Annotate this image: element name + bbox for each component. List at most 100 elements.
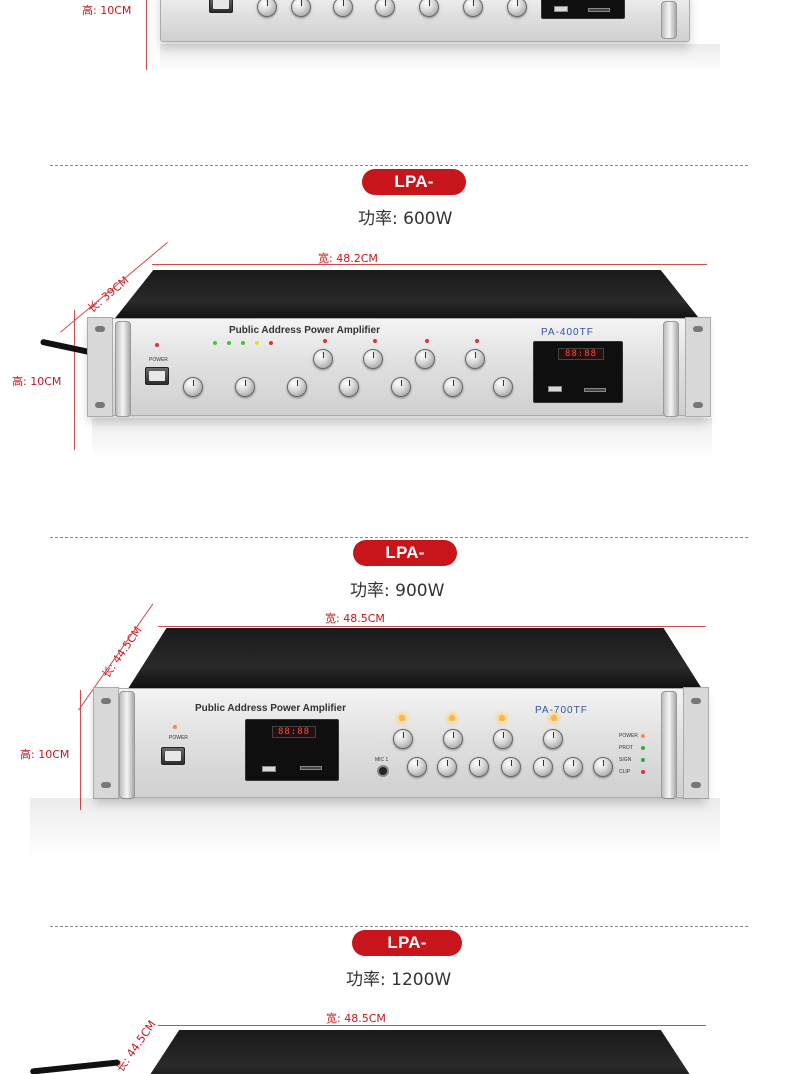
product-photo-lpa-1000tf: 宽: 48.5CM 长: 44.5CM: [0, 1000, 790, 1074]
floor-shadow: [160, 44, 720, 74]
power-switch: [209, 0, 233, 13]
channel-volume-knob: [313, 349, 333, 369]
usb-port: [548, 386, 562, 392]
status-led-power: [641, 734, 645, 738]
rack-handle-right: [661, 691, 677, 799]
rack-ear-left: [93, 687, 119, 799]
treble-knob: [493, 377, 513, 397]
channel-volume-knob: [393, 729, 413, 749]
panel-model-code: PA-400TF: [541, 327, 594, 338]
channel-volume-knob: [465, 349, 485, 369]
power-led: [173, 725, 177, 729]
power-switch: [145, 367, 169, 385]
height-label: 高: 10CM: [12, 375, 62, 388]
aux-volume-knob: [391, 377, 411, 397]
width-label: 宽: 48.5CM: [325, 612, 385, 625]
sd-card-slot: [588, 8, 610, 12]
width-dimension-line: [158, 626, 706, 627]
mic-input-label: MIC 1: [375, 757, 389, 763]
model-badge: LPA-480TF: [362, 169, 466, 217]
status-label-sign: SIGN: [619, 757, 632, 763]
section-divider: [50, 926, 748, 927]
amplifier-top-cover: [112, 270, 702, 322]
mic3-volume-knob: [287, 377, 307, 397]
power-rating: 功率: 900W: [350, 581, 445, 601]
power-cable: [29, 1059, 121, 1074]
power-switch-label: POWER: [149, 357, 168, 363]
status-label-power: POWER: [619, 733, 638, 739]
bass-knob: [563, 757, 583, 777]
power-cable: [39, 338, 93, 356]
power-rating: 功率: 1200W: [346, 970, 452, 990]
media-player-module: 88:88: [533, 341, 623, 403]
lcd-display: 88:88: [558, 348, 604, 360]
status-led-sign: [641, 758, 645, 762]
channel-volume-knob: [543, 729, 563, 749]
width-label: 宽: 48.5CM: [326, 1012, 386, 1025]
status-led-prot: [641, 746, 645, 750]
channel-led: [475, 339, 479, 343]
channel-led: [449, 715, 455, 721]
amplifier-front-panel: Public Address Power Amplifier PA-400TF …: [87, 317, 711, 417]
channel-led: [425, 339, 429, 343]
usb-port: [554, 6, 568, 12]
level-led-green: [241, 341, 245, 345]
channel-led: [323, 339, 327, 343]
rack-ear-left: [87, 317, 113, 417]
height-label: 高: 10CM: [82, 4, 132, 17]
sd-card-slot: [300, 766, 322, 770]
amplifier-front-panel: Public Address Power Amplifier PA-700TF …: [93, 687, 709, 799]
sd-card-slot: [584, 388, 606, 392]
rack-ear-right: [685, 317, 711, 417]
width-dimension-line: [152, 264, 707, 265]
panel-title: Public Address Power Amplifier: [229, 325, 380, 336]
level-led-yellow: [255, 341, 259, 345]
status-led-clip: [641, 770, 645, 774]
length-label: 长: 44.5CM: [113, 1018, 159, 1074]
rack-handle-right: [661, 1, 677, 39]
channel-volume-knob: [363, 349, 383, 369]
section-divider: [50, 537, 748, 538]
rack-handle-right: [663, 321, 679, 417]
channel-led: [373, 339, 377, 343]
knob: [333, 0, 353, 17]
amplifier-top-cover: [126, 628, 704, 692]
rack-handle-left: [119, 691, 135, 799]
product-photo-lpa-880tf: 宽: 48.5CM 长: 44.5CM 高: 10CM Public Addre…: [0, 600, 790, 870]
floor-shadow: [92, 418, 712, 458]
rack-handle-left: [115, 321, 131, 417]
product-photo-lpa-480tf: 宽: 48.2CM 长: 39CM 高: 10CM Public Address…: [0, 240, 790, 480]
mic1-volume-knob: [183, 377, 203, 397]
treble-knob: [593, 757, 613, 777]
bass-knob: [443, 377, 463, 397]
media-player-module: [541, 0, 625, 19]
channel-volume-knob: [415, 349, 435, 369]
channel-volume-knob: [443, 729, 463, 749]
height-dimension-line: [74, 310, 75, 450]
height-label: 高: 10CM: [20, 748, 70, 761]
rack-ear-right: [683, 687, 709, 799]
mic1-volume-knob: [407, 757, 427, 777]
knob: [257, 0, 277, 17]
mic-input-jack: [377, 765, 389, 777]
top-partial-section: 高: 10CM: [0, 0, 790, 80]
channel-led: [399, 715, 405, 721]
amplifier-top-cover: [140, 1030, 700, 1074]
media-player-module: 88:88: [245, 719, 339, 781]
mic2-volume-knob: [437, 757, 457, 777]
knob: [419, 0, 439, 17]
channel-volume-knob: [493, 729, 513, 749]
level-led-red: [269, 341, 273, 345]
height-dimension-line: [146, 0, 147, 70]
knob: [507, 0, 527, 17]
lcd-display: 88:88: [272, 726, 316, 738]
power-led: [155, 343, 159, 347]
knob: [463, 0, 483, 17]
height-dimension-line: [80, 690, 81, 810]
panel-title: Public Address Power Amplifier: [195, 703, 346, 714]
width-dimension-line: [158, 1025, 706, 1026]
level-led-green: [227, 341, 231, 345]
amplifier-front-panel: [160, 0, 690, 42]
floor-shadow: [30, 798, 720, 858]
mic3-volume-knob: [469, 757, 489, 777]
